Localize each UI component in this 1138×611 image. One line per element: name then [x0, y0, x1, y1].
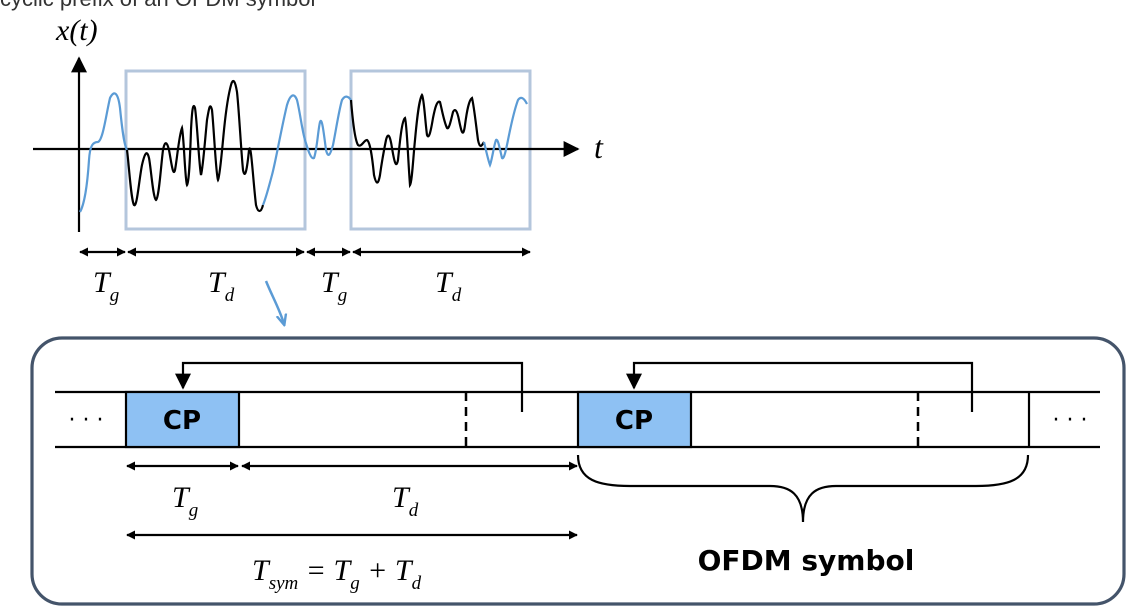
y-axis-label: x(t)	[55, 14, 98, 47]
cp-label-1: CP	[163, 406, 201, 436]
cp-label-2: CP	[615, 406, 653, 436]
t-axis-label: t	[594, 129, 604, 165]
cp-structure-panel: CP CP · · · · · · Tg Td Tsym = Tg + Td O…	[30, 336, 1126, 606]
ofdm-symbol-brace	[576, 454, 1030, 523]
copy-arrow-2	[626, 361, 974, 412]
guard-waveform-2	[261, 94, 352, 206]
panel-border	[30, 336, 1126, 606]
data-waveform-1	[125, 79, 265, 213]
tg-label: Tg	[172, 481, 198, 521]
tsym-equation: Tsym = Tg + Td	[252, 554, 422, 594]
cp-block-1	[124, 390, 241, 449]
interval-label-td-2: Td	[435, 266, 462, 306]
waveform-plot: x(t) t Tg Td Tg Td	[33, 14, 604, 306]
data-tail-blue	[482, 96, 528, 168]
ellipsis-right: · · ·	[1053, 408, 1088, 433]
interval-label-tg-1: Tg	[93, 266, 119, 306]
cp-block-2	[576, 390, 693, 449]
interval-label-td-1: Td	[208, 266, 235, 306]
interval-label-tg-2: Tg	[321, 266, 347, 306]
copy-arrow-1	[175, 361, 524, 412]
data-waveform-2	[349, 92, 485, 189]
ellipsis-left: · · ·	[69, 408, 104, 433]
caption-text: cyclic prefix of an OFDM symbol	[0, 0, 315, 12]
zoom-arrow	[264, 280, 284, 324]
td-label: Td	[392, 481, 419, 521]
ofdm-symbol-label: OFDM symbol	[698, 544, 915, 577]
guard-waveform-1	[79, 92, 128, 213]
